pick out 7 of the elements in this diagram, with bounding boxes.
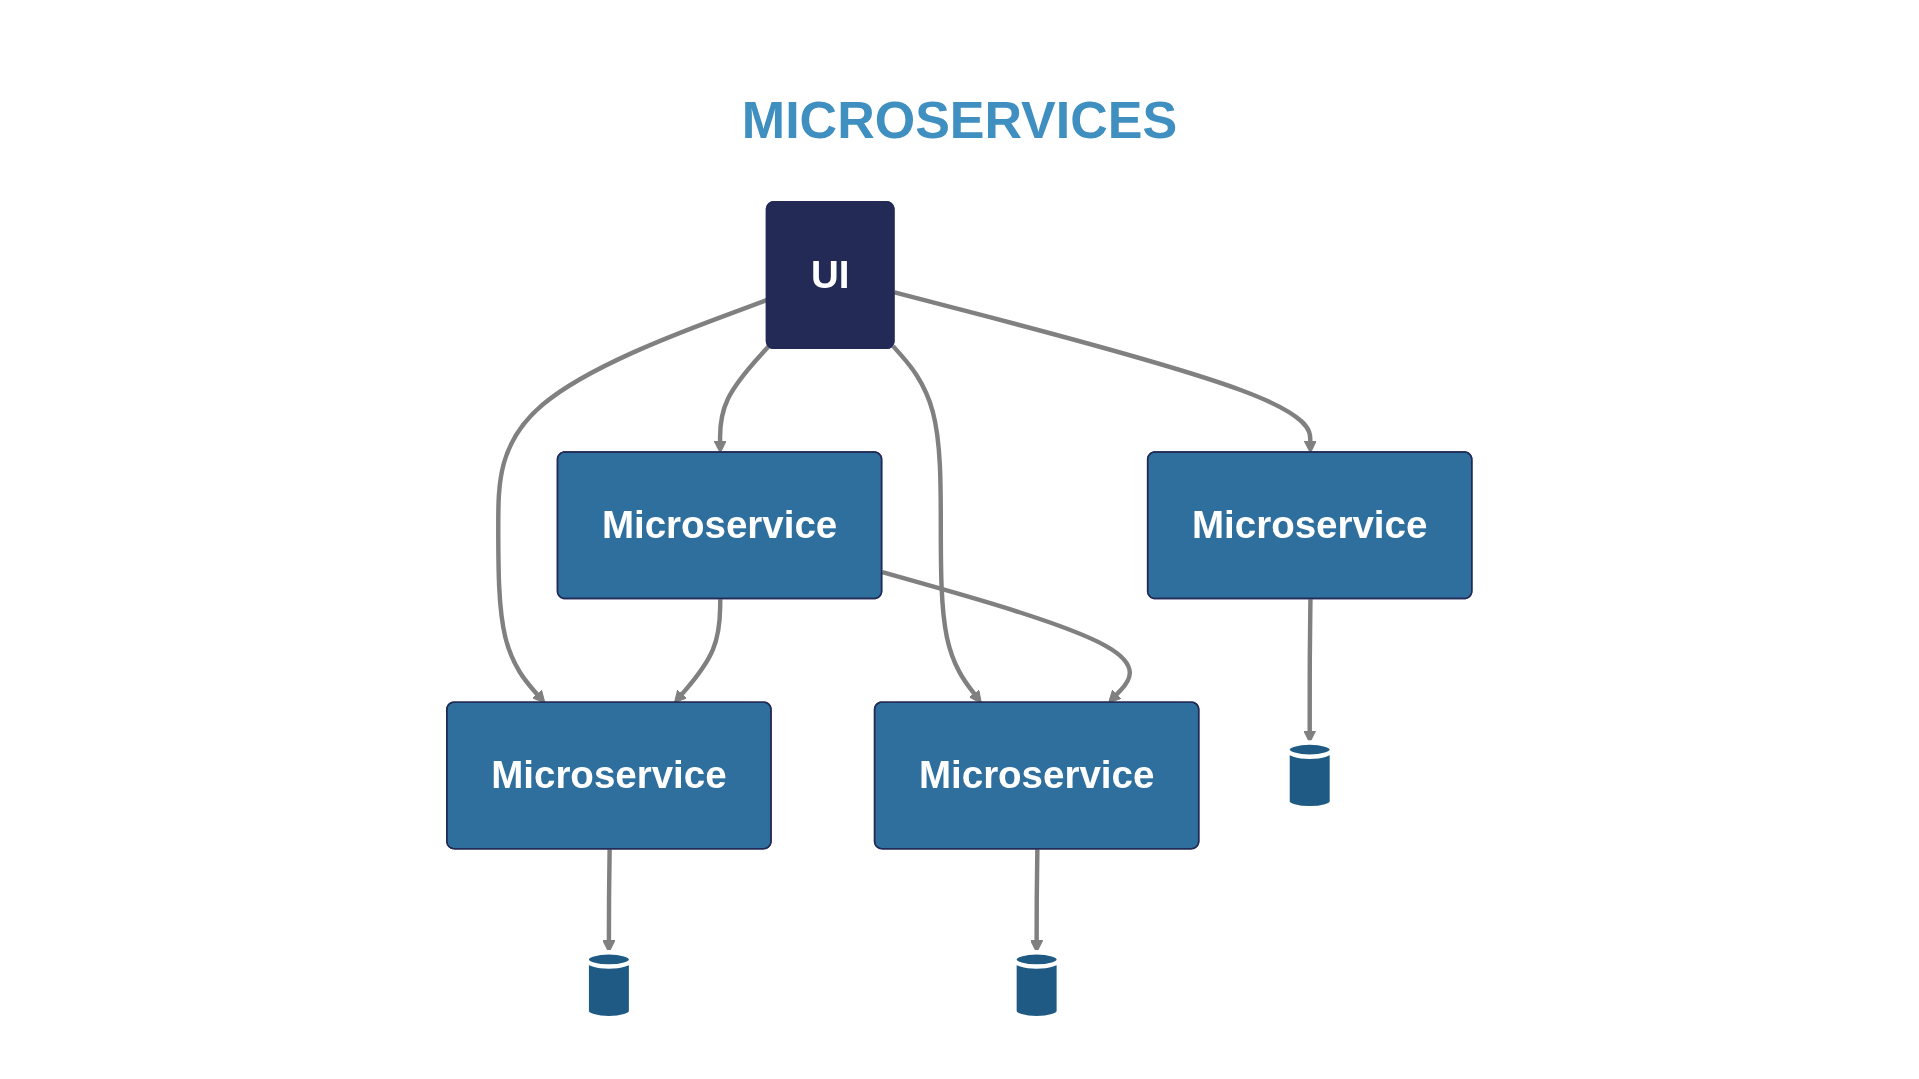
- arrow: [496, 297, 769, 704]
- arrow: [602, 849, 616, 953]
- arrow: [1030, 849, 1044, 953]
- arrow: [674, 599, 723, 704]
- diagram-title: MICROSERVICES: [740, 90, 1179, 150]
- arrow: [881, 570, 1133, 704]
- arrow: [891, 344, 982, 704]
